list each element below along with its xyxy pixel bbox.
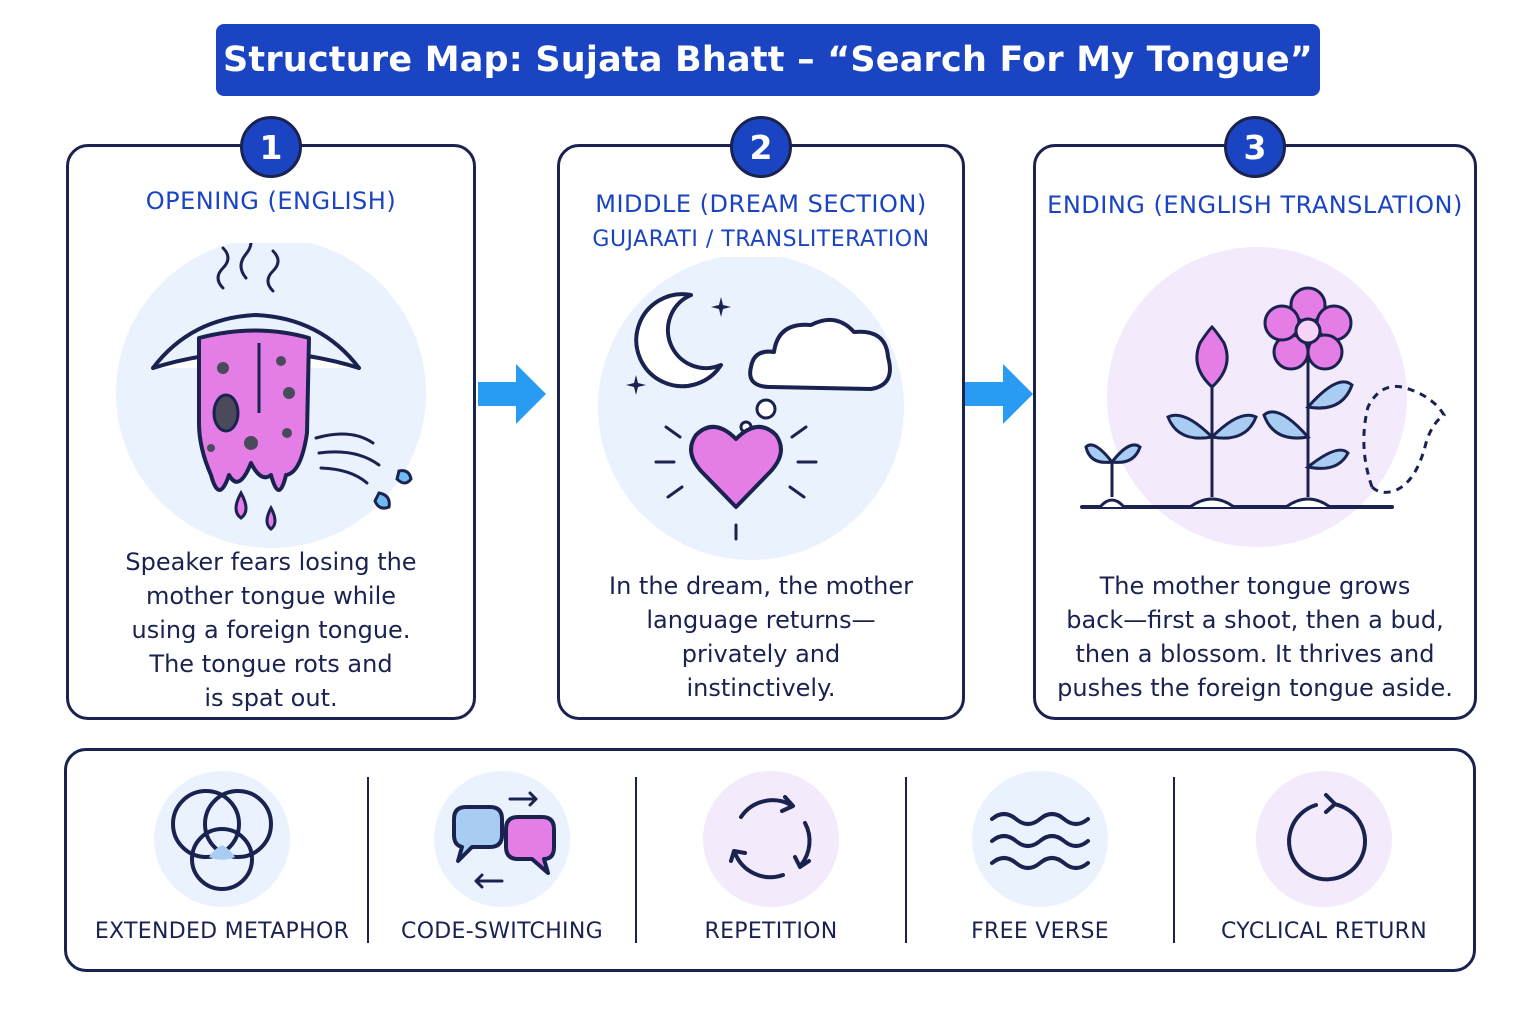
cycle-arrows-icon — [703, 771, 839, 907]
stage-panel-ending: 3 ENDING (ENGLISH TRANSLATION) The mothe… — [1033, 116, 1477, 720]
stage-panel-opening: 1 OPENING (ENGLISH) Speaker fears losing… — [66, 116, 476, 720]
divider — [635, 777, 637, 943]
device-code-switching: CODE-SWITCHING — [369, 751, 635, 969]
stage-number-badge: 2 — [730, 116, 792, 178]
circular-return-icon — [1256, 771, 1392, 907]
divider — [1173, 777, 1175, 943]
rotting-tongue-icon — [116, 243, 426, 548]
divider — [367, 777, 369, 943]
poetic-devices-panel: EXTENDED METAPHOR CODE-SWITCHING REPETIT… — [64, 748, 1476, 972]
device-extended-metaphor: EXTENDED METAPHOR — [77, 751, 367, 969]
device-cyclical-return: CYCLICAL RETURN — [1175, 751, 1473, 969]
device-free-verse: FREE VERSE — [907, 751, 1173, 969]
stage-description: Speaker fears losing the mother tongue w… — [125, 548, 417, 712]
speech-bubbles-icon — [434, 771, 570, 907]
stage-number-badge: 3 — [1224, 116, 1286, 178]
stage-heading: MIDDLE (DREAM SECTION) — [595, 190, 927, 218]
device-label: REPETITION — [704, 919, 838, 944]
wavy-lines-icon — [972, 771, 1108, 907]
flow-arrow-icon — [478, 364, 546, 424]
stage-heading: OPENING (ENGLISH) — [145, 187, 397, 215]
device-repetition: REPETITION — [637, 751, 905, 969]
venn-circles-icon — [154, 771, 290, 907]
stage-number-badge: 1 — [240, 116, 302, 178]
stage-description: The mother tongue grows back—first a sho… — [1057, 572, 1453, 702]
stage-heading: ENDING (ENGLISH TRANSLATION) — [1047, 191, 1463, 219]
page-title: Structure Map: Sujata Bhatt – “Search Fo… — [223, 40, 1313, 80]
growing-flower-icon — [1080, 247, 1447, 547]
stage-panel-middle: 2 MIDDLE (DREAM SECTION) GUJARATI / TRAN… — [557, 116, 965, 720]
stage-subheading: GUJARATI / TRANSLITERATION — [592, 227, 930, 252]
flow-arrow-icon — [965, 364, 1033, 424]
title-banner: Structure Map: Sujata Bhatt – “Search Fo… — [216, 24, 1320, 96]
dream-heart-icon — [598, 257, 904, 560]
device-label: CODE-SWITCHING — [401, 919, 603, 944]
stage-description: In the dream, the mother language return… — [609, 572, 913, 702]
device-label: CYCLICAL RETURN — [1221, 919, 1427, 944]
divider — [905, 777, 907, 943]
device-label: EXTENDED METAPHOR — [94, 919, 350, 944]
device-label: FREE VERSE — [971, 919, 1109, 944]
